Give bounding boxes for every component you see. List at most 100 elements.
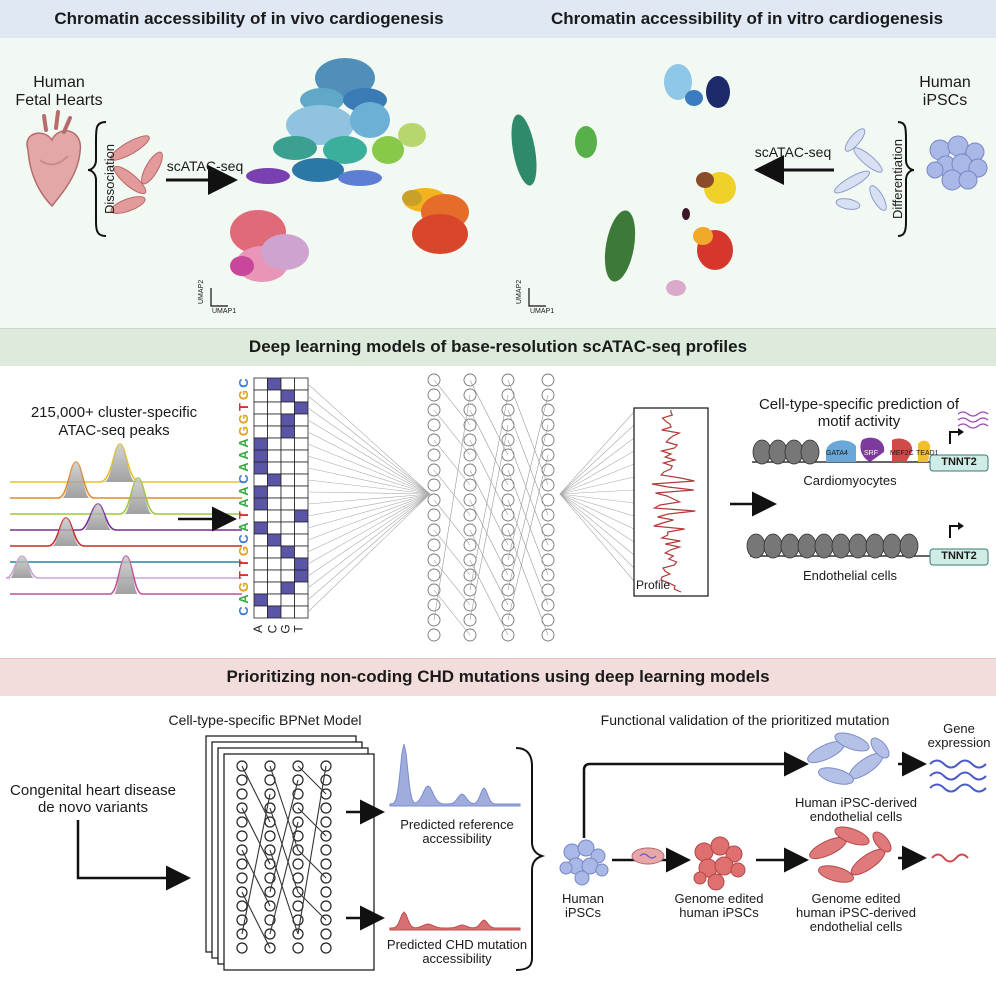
umap-in-vitro — [511, 64, 736, 296]
ref-line2: accessibility — [422, 831, 492, 846]
onehot-cell — [253, 593, 268, 607]
left-step-label: Dissociation — [102, 143, 117, 215]
nucleosome — [882, 533, 902, 559]
edited-endo-line1: Genome edited — [811, 891, 901, 906]
onehot-cell — [267, 449, 282, 463]
bpnet-node — [320, 816, 332, 828]
onehot-cell — [267, 509, 282, 523]
cell-type-2-label: Endothelial cells — [803, 568, 897, 583]
onehot-cell — [294, 461, 309, 475]
onehot-cell — [253, 605, 268, 619]
right-assay-label: scATAC-seq — [754, 144, 832, 160]
chromatin-endothelial — [746, 522, 989, 566]
validation-title: Functional validation of the prioritized… — [600, 712, 890, 728]
onehot-cell — [267, 413, 282, 427]
onehot-cell — [253, 581, 268, 595]
bpnet-node — [320, 802, 332, 814]
section3-title: Prioritizing non-coding CHD mutations us… — [226, 667, 770, 686]
onehot-cell — [280, 509, 295, 523]
dissociation-bracket — [87, 121, 107, 237]
bpnet-node — [236, 942, 248, 954]
bpnet-node — [236, 830, 248, 842]
onehot-cell — [253, 449, 268, 463]
bpnet-node — [320, 844, 332, 856]
onehot-cell — [294, 425, 309, 439]
bpnet-node — [236, 774, 248, 786]
mut-line1: Predicted CHD mutation — [386, 937, 528, 952]
onehot-cell — [253, 389, 268, 403]
nucleosome — [780, 533, 800, 559]
onehot-cell — [280, 449, 295, 463]
onehot-letter: C — [264, 624, 279, 634]
nn-node — [427, 388, 441, 402]
ipsc-cluster-icon — [926, 135, 988, 191]
section3-header-band — [0, 658, 996, 697]
onehot-cell — [280, 581, 295, 595]
onehot-cell — [253, 521, 268, 535]
prediction-title-line1: Cell-type-specific prediction of — [758, 396, 960, 413]
ipsc-line2: iPSCs — [564, 905, 602, 920]
mut-line2: accessibility — [422, 951, 492, 966]
bpnet-stack — [205, 735, 375, 971]
motif-proteins — [826, 437, 931, 462]
chromatin-cardiomyocytes — [752, 428, 989, 472]
nucleosome — [848, 533, 868, 559]
onehot-cell — [280, 569, 295, 583]
onehot-cell — [267, 557, 282, 571]
motif-mef2c: MEF2C — [890, 450, 914, 457]
right-source-line2: iPSCs — [922, 92, 968, 109]
onehot-cell — [280, 545, 295, 559]
gene-expression-wave-low — [931, 853, 969, 863]
convergence-bracket — [515, 747, 546, 971]
gene-expr-line2: expression — [927, 735, 991, 750]
onehot-cell — [267, 473, 282, 487]
onehot-letter: G — [278, 624, 293, 634]
profile-label: Profile — [636, 578, 671, 592]
onehot-cell — [294, 605, 309, 619]
onehot-cell — [253, 533, 268, 547]
onehot-cell — [280, 461, 295, 475]
onehot-cell — [294, 401, 309, 415]
section2-body — [0, 366, 996, 658]
umap-axis-y-right: UMAP2 — [516, 279, 523, 304]
sequence-base: C — [236, 606, 251, 616]
umap-in-vivo — [230, 58, 469, 282]
bpnet-node — [236, 872, 248, 884]
onehot-cell — [253, 413, 268, 427]
edited-endo-line3: endothelial cells — [809, 919, 903, 934]
onehot-cell — [267, 581, 282, 595]
section1-title-right: Chromatin accessibility of in vitro card… — [550, 9, 944, 28]
onehot-cell — [267, 545, 282, 559]
onehot-cell — [267, 389, 282, 403]
onehot-cell — [253, 401, 268, 415]
left-assay-label: scATAC-seq — [166, 158, 244, 174]
nucleosome — [899, 533, 919, 559]
onehot-cell — [253, 425, 268, 439]
gene-expression-waves-high — [929, 759, 987, 793]
bpnet-node — [292, 858, 304, 870]
bpnet-node — [236, 858, 248, 870]
onehot-cell — [294, 545, 309, 559]
onehot-cell — [267, 533, 282, 547]
onehot-cell — [294, 473, 309, 487]
umap-axis-x-left: UMAP1 — [212, 308, 237, 315]
bpnet-node — [264, 830, 276, 842]
onehot-cell — [294, 389, 309, 403]
onehot-cell — [294, 449, 309, 463]
onehot-cell — [280, 377, 295, 391]
section2-header-band — [0, 328, 996, 367]
nn-node — [427, 628, 441, 642]
onehot-cell — [267, 605, 282, 619]
onehot-cell — [280, 557, 295, 571]
ipsc-line1: Human — [562, 891, 604, 906]
onehot-cell — [294, 377, 309, 391]
onehot-cell — [267, 521, 282, 535]
nn-node — [427, 568, 441, 582]
onehot-cell — [253, 377, 268, 391]
peak-shading — [10, 444, 152, 594]
neural-network-diagram — [427, 373, 635, 642]
endo-line2: endothelial cells — [809, 809, 903, 824]
onehot-cell — [267, 425, 282, 439]
onehot-cell — [294, 521, 309, 535]
